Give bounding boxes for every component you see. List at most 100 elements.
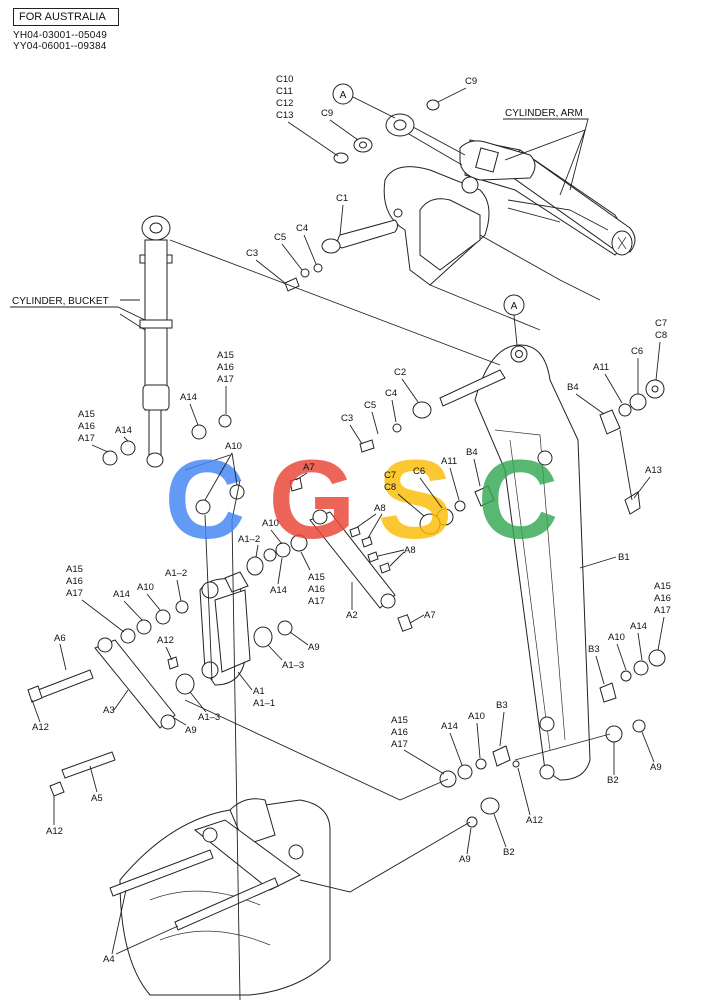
watermark-letter: C: [478, 437, 559, 562]
callout-a15f: A15: [654, 581, 671, 592]
callout-a13: A13: [645, 465, 662, 476]
callout-a17c: A17: [308, 596, 325, 607]
reference-marker-a-arm: A: [503, 294, 525, 346]
callout-a11b: A11: [441, 456, 457, 467]
callout-c5a: C5: [274, 232, 286, 243]
callout-c10: C10: [276, 74, 293, 85]
callout-a5: A5: [91, 793, 103, 804]
callout-a4: A4: [103, 954, 115, 965]
callout-a10c: A10: [137, 582, 154, 593]
callout-c7b: C7: [384, 470, 396, 481]
callout-a2: A2: [346, 610, 358, 621]
callout-a15d: A15: [66, 564, 83, 575]
callout-a14a: A14: [180, 392, 197, 403]
callout-b2b: B2: [503, 847, 515, 858]
callout-a16a: A16: [217, 362, 234, 373]
callout-a9d: A9: [459, 854, 471, 865]
callout-c6b: C6: [413, 466, 425, 477]
callout-a1-2a: A1–2: [238, 534, 260, 545]
callout-a11a: A11: [593, 362, 609, 373]
callout-b2a: B2: [607, 775, 619, 786]
callout-c4a: C4: [296, 223, 308, 234]
callout-c3a: C3: [246, 248, 258, 259]
callout-a1: A1: [253, 686, 265, 697]
bucket-cylinder-drawing: [102, 215, 245, 515]
callout-b3b: B3: [588, 644, 600, 655]
callout-a17a: A17: [217, 374, 234, 385]
callout-a9c: A9: [650, 762, 662, 773]
callout-c9b: C9: [321, 108, 333, 119]
arm-cylinder-drawing: [333, 99, 636, 256]
callout-a1-3a: A1–3: [282, 660, 304, 671]
callout-a9b: A9: [185, 725, 197, 736]
callout-c8b: C8: [384, 482, 396, 493]
callout-b1: B1: [618, 552, 630, 563]
callout-a7b: A7: [424, 610, 436, 621]
callout-a14d: A14: [113, 589, 130, 600]
callout-a17e: A17: [391, 739, 408, 750]
callout-c3b: C3: [341, 413, 353, 424]
callout-a17b: A17: [78, 433, 95, 444]
callout-c11: C11: [276, 86, 293, 97]
watermark-letter: S: [378, 437, 453, 562]
serial-range-2: YY04-06001--09384: [13, 41, 107, 52]
callout-c5b: C5: [364, 400, 376, 411]
callout-c12: C12: [276, 98, 293, 109]
arm-head-drawing: [284, 166, 601, 331]
callout-a6: A6: [54, 633, 66, 644]
callout-a16c: A16: [308, 584, 325, 595]
arm-b1-drawing: [359, 344, 591, 781]
callout-a16d: A16: [66, 576, 83, 587]
callout-a16e: A16: [391, 727, 408, 738]
callout-c2: C2: [394, 367, 406, 378]
callout-c6a: C6: [631, 346, 643, 357]
cylinder-arm-label: CYLINDER, ARM: [505, 108, 583, 119]
callout-a17f: A17: [654, 605, 671, 616]
callout-a15a: A15: [217, 350, 234, 361]
callout-a15c: A15: [308, 572, 325, 583]
callout-b4b: B4: [466, 447, 478, 458]
callout-a7a: A7: [303, 462, 315, 473]
callout-a12a: A12: [157, 635, 174, 646]
callout-a14e: A14: [441, 721, 458, 732]
region-label: FOR AUSTRALIA: [13, 8, 119, 26]
callout-a8b: A8: [404, 545, 416, 556]
callout-a15e: A15: [391, 715, 408, 726]
callout-a16f: A16: [654, 593, 671, 604]
callout-b3a: B3: [496, 700, 508, 711]
callout-b4a: B4: [567, 382, 579, 393]
callout-a12d: A12: [46, 826, 63, 837]
watermark-letter: G: [268, 437, 355, 562]
callout-a14b: A14: [115, 425, 132, 436]
reference-marker-a-top: A: [332, 83, 396, 119]
callout-a1-1: A1–1: [253, 698, 275, 709]
callout-c7a: C7: [655, 318, 667, 329]
callout-a8a: A8: [374, 503, 386, 514]
callout-c13: C13: [276, 110, 293, 121]
callout-a10e: A10: [608, 632, 625, 643]
callout-a12e: A12: [526, 815, 543, 826]
callout-a1-3b: A1–3: [198, 712, 220, 723]
callout-a10b: A10: [262, 518, 279, 529]
callout-a1-2b: A1–2: [165, 568, 187, 579]
callout-a14c: A14: [270, 585, 287, 596]
callout-a15b: A15: [78, 409, 95, 420]
callout-a16b: A16: [78, 421, 95, 432]
callout-a14f: A14: [630, 621, 647, 632]
callouts: C10 C11 C12 C13 C9 C9 C1 C4 C5 C3 C2 C5 …: [31, 74, 671, 965]
callout-a10a: A10: [225, 441, 242, 452]
svg-text:A: A: [511, 301, 518, 312]
cylinder-bucket-label: CYLINDER, BUCKET: [12, 296, 109, 307]
callout-a10d: A10: [468, 711, 485, 722]
leader-lines: [119, 129, 633, 1000]
callout-a3: A3: [103, 705, 115, 716]
svg-text:A: A: [340, 90, 347, 101]
callout-a17d: A17: [66, 588, 83, 599]
cylinder-bucket-leader: [10, 306, 146, 321]
callout-a9a: A9: [308, 642, 320, 653]
callout-a12b: A12: [32, 722, 49, 733]
arm-right-parts: [419, 379, 666, 828]
